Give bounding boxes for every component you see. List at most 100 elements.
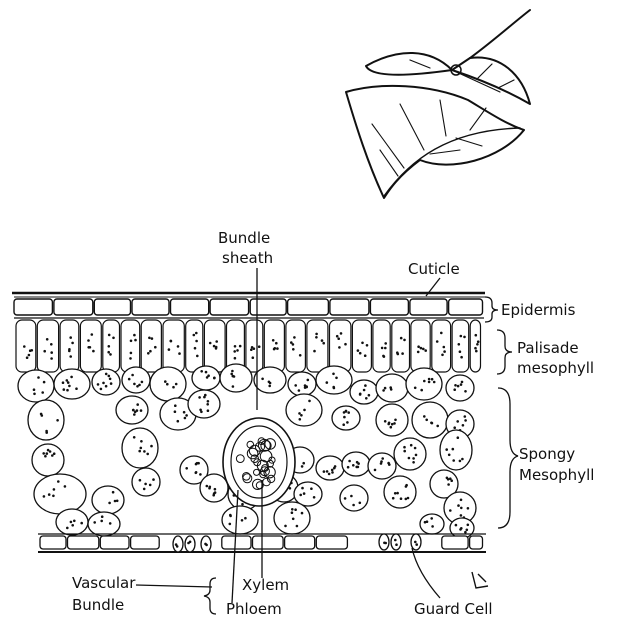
chloroplast [464,390,467,393]
chloroplast [356,461,359,464]
chloroplast [380,460,383,463]
chloroplast [136,385,139,388]
chloroplast [460,507,463,510]
chloroplast [332,373,335,376]
chloroplast [428,378,431,381]
label-bundle-sheath-1: Bundle [218,229,270,247]
chloroplast [251,346,254,349]
chloroplast [33,393,36,396]
chloroplast [66,389,69,392]
chloroplast [57,480,60,483]
chloroplast [464,415,467,418]
chloroplast [299,354,302,357]
chloroplast [26,356,29,359]
epidermis-cell [132,299,169,315]
label-xylem: Xylem [242,576,289,594]
chloroplast [164,380,167,383]
chloroplast [184,417,187,420]
chloroplast [359,352,362,355]
chloroplast [52,495,55,498]
chloroplast [143,450,146,453]
chloroplast [108,502,111,505]
chloroplast [274,347,277,350]
chloroplast [195,340,198,343]
chloroplast [308,400,311,403]
palisade-cell [373,320,390,372]
chloroplast [448,454,451,457]
spongy-cell [376,404,408,436]
chloroplast [258,345,261,348]
chloroplast [400,337,403,340]
chloroplast [475,334,478,337]
chloroplast [108,334,111,337]
label-vascular-1: Vascular [72,574,136,592]
chloroplast [241,503,244,506]
chloroplast [232,385,235,388]
chloroplast [215,340,218,343]
chloroplast [313,496,316,499]
chloroplast [130,352,133,355]
palisade-cell [470,320,480,372]
chloroplast [383,355,386,358]
chloroplast [310,487,313,490]
chloroplast [134,339,137,342]
chloroplast [133,413,136,416]
chloroplast [305,386,308,389]
chloroplast [412,457,415,460]
chloroplast [97,383,100,386]
chloroplast [67,381,70,384]
chloroplast [423,415,426,418]
spongy-cell [406,368,442,400]
chloroplast [298,389,301,392]
chloroplast [56,419,59,422]
chloroplast [460,356,463,359]
label-cuticle: Cuticle [408,260,460,278]
chloroplast [200,411,203,414]
chloroplast [63,388,66,391]
chloroplast [168,348,171,351]
chloroplast [234,357,237,360]
chloroplast [387,423,390,426]
chloroplast [284,525,287,528]
chloroplast [146,453,149,456]
chloroplast [151,337,154,340]
chloroplast [139,479,142,482]
chloroplast [294,508,297,511]
spongy-cell [220,364,252,392]
epidermis-cell [250,299,286,315]
chloroplast [350,495,353,498]
chloroplast [172,386,175,389]
spongy-cell [368,453,396,479]
chloroplast [138,450,141,453]
label-bundle-sheath-2: sheath [222,249,273,267]
chloroplast [144,483,147,486]
chloroplast [43,495,46,498]
chloroplast [133,334,136,337]
chloroplast [303,492,306,495]
chloroplast [51,454,54,457]
artist-mark [472,572,488,588]
chloroplast [298,412,301,415]
chloroplast [461,381,464,384]
chloroplast [205,371,208,374]
chloroplast [178,352,181,355]
chloroplast [209,486,212,489]
chloroplast [363,389,366,392]
chloroplast [109,353,112,356]
chloroplast [417,345,420,348]
guard-cell [173,536,183,552]
chloroplast [315,333,318,336]
chloroplast [364,354,367,357]
chloroplast [391,423,394,426]
chloroplast [459,350,462,353]
chloroplast [430,517,433,520]
chloroplast [102,382,105,385]
chloroplast [105,373,108,376]
chloroplast [64,485,67,488]
chloroplast [148,337,151,340]
chloroplast [293,336,296,339]
chloroplast [37,376,40,379]
chloroplast [42,452,45,455]
chloroplast [366,344,369,347]
spongy-cell [34,474,86,514]
